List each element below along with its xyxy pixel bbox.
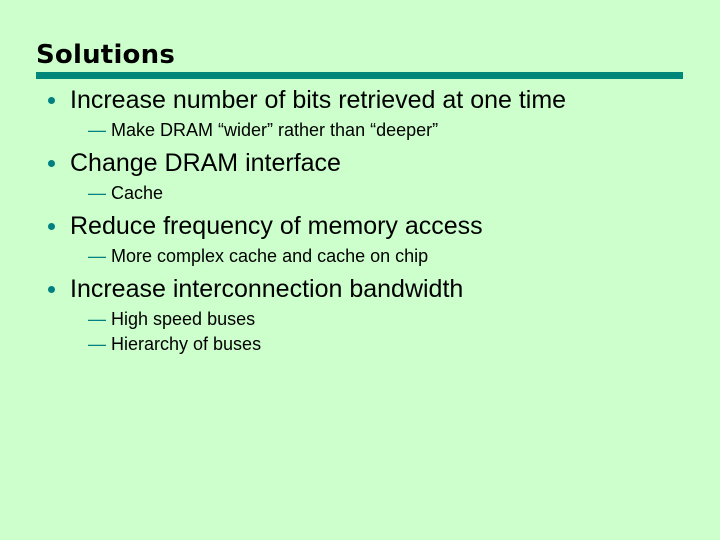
- list-item: Reduce frequency of memory access — More…: [36, 212, 696, 269]
- em-dash-icon: —: [88, 246, 106, 266]
- list-item: — Make DRAM “wider” rather than “deeper”: [70, 118, 696, 143]
- sub-bullet-text: Hierarchy of buses: [111, 334, 262, 354]
- list-item: — Hierarchy of buses: [70, 332, 696, 357]
- em-dash-icon: —: [88, 120, 106, 140]
- bullet-dot-icon: [48, 160, 55, 167]
- sub-bullet-text: More complex cache and cache on chip: [111, 246, 429, 266]
- sub-bullet-list: — Cache: [70, 181, 696, 206]
- sub-bullet-list: — More complex cache and cache on chip: [70, 244, 696, 269]
- page-title: Solutions: [36, 40, 175, 70]
- slide-body: Increase number of bits retrieved at one…: [36, 86, 696, 363]
- em-dash-icon: —: [88, 309, 106, 329]
- bullet-text: Increase interconnection bandwidth: [70, 275, 464, 303]
- bullet-text: Reduce frequency of memory access: [70, 212, 483, 240]
- list-item: — Cache: [70, 181, 696, 206]
- sub-bullet-text: Cache: [111, 183, 164, 203]
- bullet-dot-icon: [48, 223, 55, 230]
- list-item: — More complex cache and cache on chip: [70, 244, 696, 269]
- title-divider-rule: [36, 72, 683, 79]
- bullet-text: Increase number of bits retrieved at one…: [70, 86, 567, 114]
- list-item: Increase number of bits retrieved at one…: [36, 86, 696, 143]
- title-block: Solutions: [36, 40, 684, 70]
- em-dash-icon: —: [88, 183, 106, 203]
- sub-bullet-list: — High speed buses — Hierarchy of buses: [70, 307, 696, 357]
- sub-bullet-list: — Make DRAM “wider” rather than “deeper”: [70, 118, 696, 143]
- bullet-dot-icon: [48, 286, 55, 293]
- bullet-list: Increase number of bits retrieved at one…: [36, 86, 696, 357]
- em-dash-icon: —: [88, 334, 106, 354]
- bullet-text: Change DRAM interface: [70, 149, 341, 177]
- sub-bullet-text: Make DRAM “wider” rather than “deeper”: [111, 120, 439, 140]
- list-item: — High speed buses: [70, 307, 696, 332]
- sub-bullet-text: High speed buses: [111, 309, 256, 329]
- bullet-dot-icon: [48, 97, 55, 104]
- list-item: Change DRAM interface — Cache: [36, 149, 696, 206]
- list-item: Increase interconnection bandwidth — Hig…: [36, 275, 696, 357]
